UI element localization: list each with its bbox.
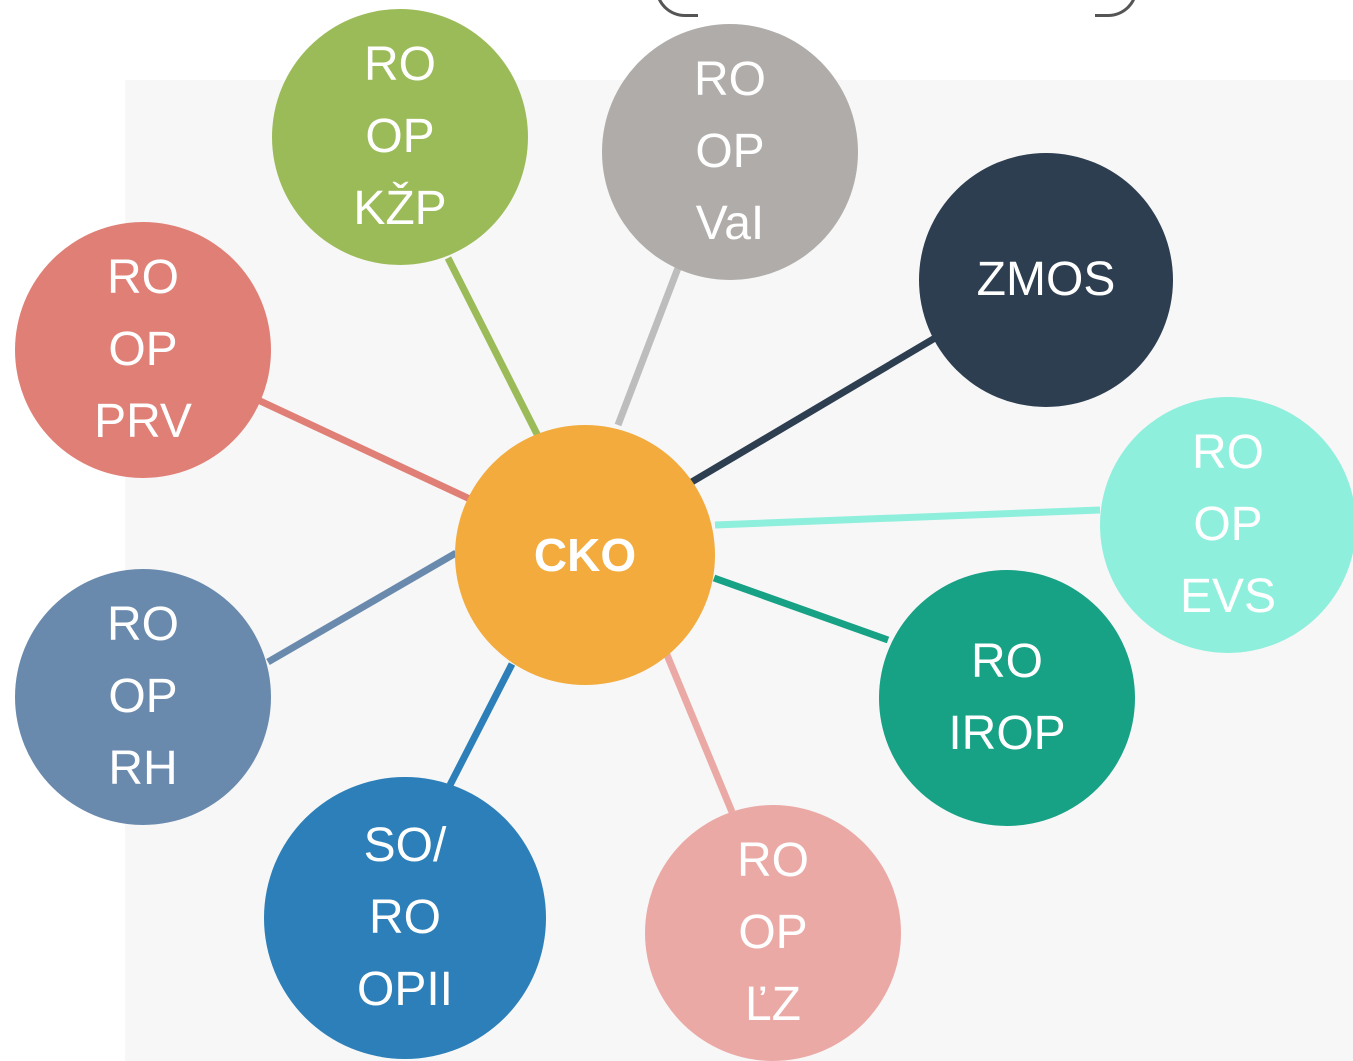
connector-ro-op-rh: [266, 549, 458, 666]
connector-ro-irop: [712, 574, 890, 644]
node-ro-op-rh: RO OP RH: [15, 569, 271, 825]
node-label: RO OP ĽZ: [737, 834, 809, 1031]
node-ro-irop: RO IROP: [879, 570, 1135, 826]
node-ro-op-prv: RO OP PRV: [15, 222, 271, 478]
node-label: RO OP KŽP: [353, 38, 447, 235]
center-node-label: CKO: [533, 529, 637, 581]
node-label: RO OP EVS: [1179, 426, 1277, 623]
node-label: ZMOS: [976, 253, 1116, 306]
node-ro-op-lz: RO OP ĽZ: [645, 805, 901, 1061]
connector-ro-op-vai: [614, 266, 682, 427]
node-label: RO OP PRV: [94, 251, 192, 448]
connector-ro-op-evs: [714, 506, 1101, 529]
node-label: RO OP VaI: [694, 53, 766, 250]
node-label: RO OP RH: [107, 598, 179, 795]
center-node-cko: CKO: [455, 425, 715, 685]
node-ro-op-evs: RO OP EVS: [1100, 397, 1353, 653]
connector-ro-op-lz: [656, 636, 736, 814]
node-ro-op-vai: RO OP VaI: [602, 24, 858, 280]
connector-so-ro-opii: [446, 662, 516, 787]
connector-ro-op-kzp: [444, 256, 544, 442]
connector-zmos: [688, 334, 937, 487]
node-label: SO/ RO OPII: [356, 819, 454, 1016]
node-so-ro-opii: SO/ RO OPII: [264, 777, 546, 1059]
connector-ro-op-prv: [256, 396, 474, 504]
node-zmos: ZMOS: [919, 153, 1173, 407]
node-label: RO IROP: [948, 635, 1066, 760]
node-ro-op-kzp: RO OP KŽP: [272, 9, 528, 265]
